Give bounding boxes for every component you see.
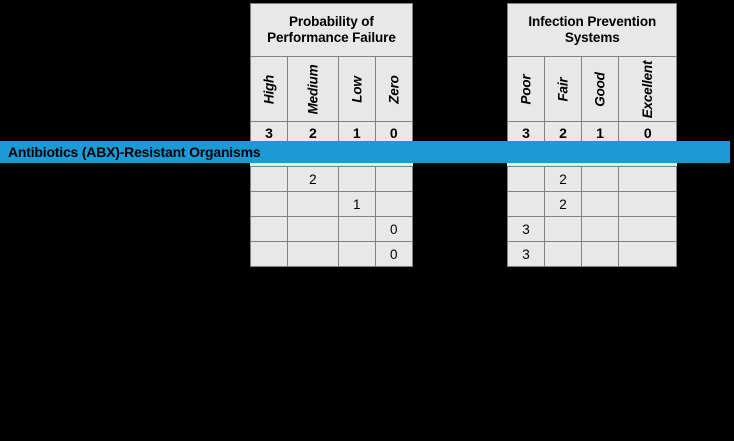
category-label-row: Poor Fair Good Excellent [507,56,678,122]
cell-r2-c1[interactable] [544,216,582,242]
table-row: 2 [507,166,678,192]
table-row: 2 [507,191,678,217]
cell-r3-c1[interactable] [287,241,339,267]
cell-r0-c3[interactable] [374,166,413,192]
cell-r1-c1[interactable]: 2 [544,191,582,217]
column-weight-medium: 2 [287,121,339,144]
cell-r3-c1[interactable] [544,241,582,267]
cell-r3-c0[interactable]: 3 [507,241,545,267]
column-weight-excellent: 0 [617,121,678,144]
cell-r0-c2[interactable] [337,166,376,192]
cell-r0-c0[interactable] [507,166,545,192]
cell-r2-c0[interactable]: 3 [507,216,545,242]
cell-r1-c2[interactable] [581,191,619,217]
column-header-good: Good [581,56,619,122]
table-row: 1 [250,191,413,217]
cell-r1-c3[interactable] [374,191,413,217]
group-title-probability-of-performance-failure: Probability of Performance Failure [250,3,413,57]
column-header-poor-label: Poor [518,74,534,104]
group-title-line-2: Systems [564,30,620,45]
column-header-fair: Fair [544,56,582,122]
column-header-zero: Zero [374,56,413,122]
column-header-fair-label: Fair [555,77,571,101]
probability-of-performance-failure-table: Probability of Performance Failure High … [250,3,413,267]
infection-prevention-systems-table: Infection Prevention Systems Poor Fair G… [506,3,678,267]
cell-r3-c2[interactable] [581,241,619,267]
column-weight-high: 3 [250,121,288,144]
category-banner: Antibiotics (ABX)-Resistant Organisms [0,141,730,163]
cell-r0-c0[interactable] [250,166,288,192]
category-banner-label: Antibiotics (ABX)-Resistant Organisms [8,144,261,160]
cell-r1-c0[interactable] [507,191,545,217]
cell-r3-c0[interactable] [250,241,288,267]
table-row: 3 [507,216,678,242]
column-header-high-label: High [261,74,277,104]
column-header-poor: Poor [507,56,545,122]
column-weight-poor: 3 [507,121,545,144]
group-title-row: Infection Prevention Systems [506,3,678,57]
cell-r0-c1[interactable]: 2 [544,166,582,192]
group-title-line-1: Probability of [288,14,374,29]
column-header-good-label: Good [592,71,608,107]
table-row: 0 [250,241,413,267]
group-title-line-2: Performance Failure [267,30,396,45]
group-title-infection-prevention-systems: Infection Prevention Systems [506,3,678,57]
table-row: 2 [250,166,413,192]
group-title-row: Probability of Performance Failure [250,3,413,57]
column-header-excellent: Excellent [617,56,678,122]
table-row: 3 [507,241,678,267]
table-row: 0 [250,216,413,242]
weight-row: 3 2 1 0 [507,121,678,144]
cell-r2-c1[interactable] [287,216,339,242]
cell-r2-c3[interactable] [617,216,678,242]
column-header-zero-label: Zero [386,74,402,104]
cell-r1-c1[interactable] [287,191,339,217]
cell-r2-c2[interactable] [337,216,376,242]
cell-r2-c3[interactable]: 0 [374,216,413,242]
cell-r1-c3[interactable] [617,191,678,217]
category-label-row: High Medium Low Zero [250,56,413,122]
cell-r3-c3[interactable] [617,241,678,267]
column-header-excellent-label: Excellent [640,60,656,118]
cell-r3-c2[interactable] [337,241,376,267]
cell-r2-c2[interactable] [581,216,619,242]
column-header-medium-label: Medium [305,64,321,114]
column-weight-good: 1 [581,121,619,144]
cell-r1-c2[interactable]: 1 [337,191,376,217]
column-header-low: Low [337,56,376,122]
column-header-high: High [250,56,288,122]
cell-r1-c0[interactable] [250,191,288,217]
cell-r2-c0[interactable] [250,216,288,242]
column-header-low-label: Low [349,75,365,103]
cell-r3-c3[interactable]: 0 [374,241,413,267]
column-header-medium: Medium [287,56,339,122]
cell-r0-c2[interactable] [581,166,619,192]
group-title-line-1: Infection Prevention [528,14,657,29]
cell-r0-c3[interactable] [617,166,678,192]
column-weight-fair: 2 [544,121,582,144]
cell-r0-c1[interactable]: 2 [287,166,339,192]
